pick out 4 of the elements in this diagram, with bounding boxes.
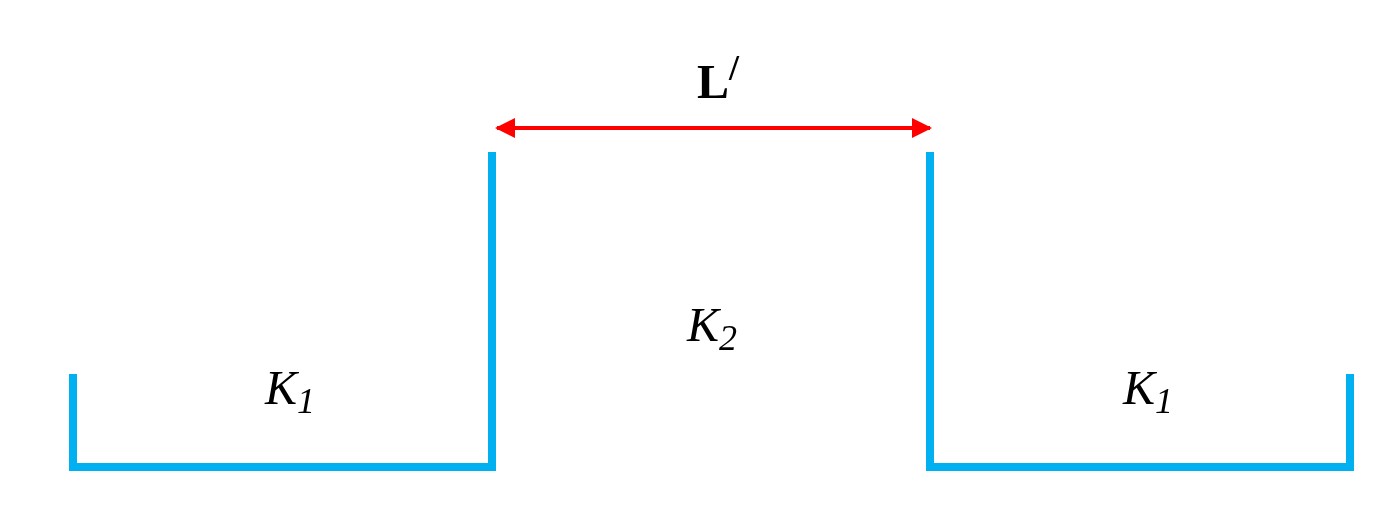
dimension-label: K$_{2}$ [687,301,737,349]
dimension-label: L$^{/}$ [697,58,739,106]
dimension-label: K$_{1}$ [265,364,315,412]
dimension-label: K$_{1}$ [1123,364,1173,412]
